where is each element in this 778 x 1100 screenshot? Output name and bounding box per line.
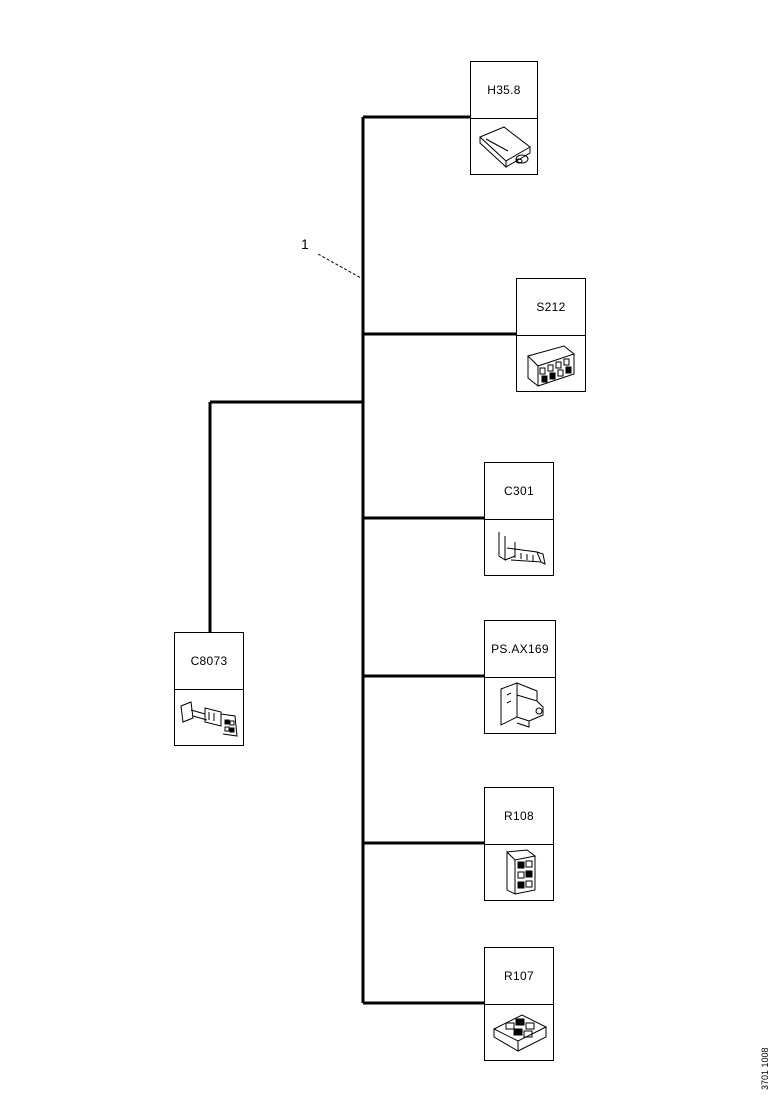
flat-multi-row-connector-icon xyxy=(485,1003,553,1060)
callout-leader xyxy=(317,253,362,279)
connector-code: S212 xyxy=(517,279,585,336)
connector-r107[interactable]: R107 xyxy=(484,947,554,1061)
clip-terminal-icon xyxy=(485,518,553,575)
cable-plug-assembly-icon xyxy=(175,688,243,745)
stacked-block-connector-icon xyxy=(485,843,553,900)
harness-callout-number: 1 xyxy=(301,236,309,252)
connector-code: PS.AX169 xyxy=(485,621,555,678)
connector-code: H35.8 xyxy=(471,62,537,119)
connector-code: C301 xyxy=(485,463,553,520)
connector-r108[interactable]: R108 xyxy=(484,787,554,901)
connector-ps-ax169[interactable]: PS.AX169 xyxy=(484,620,556,734)
connector-code: R108 xyxy=(485,788,553,845)
document-number: 3701 1008 xyxy=(760,1047,770,1090)
connector-h35-8[interactable]: H35.8 xyxy=(470,61,538,175)
connector-c8073[interactable]: C8073 xyxy=(174,632,244,746)
connector-c301[interactable]: C301 xyxy=(484,462,554,576)
connector-s212[interactable]: S212 xyxy=(516,278,586,392)
connector-code: R107 xyxy=(485,948,553,1005)
angled-bracket-connector-icon xyxy=(485,676,555,733)
connector-code: C8073 xyxy=(175,633,243,690)
plug-housing-icon xyxy=(471,117,537,174)
multi-pin-socket-icon xyxy=(517,334,585,391)
